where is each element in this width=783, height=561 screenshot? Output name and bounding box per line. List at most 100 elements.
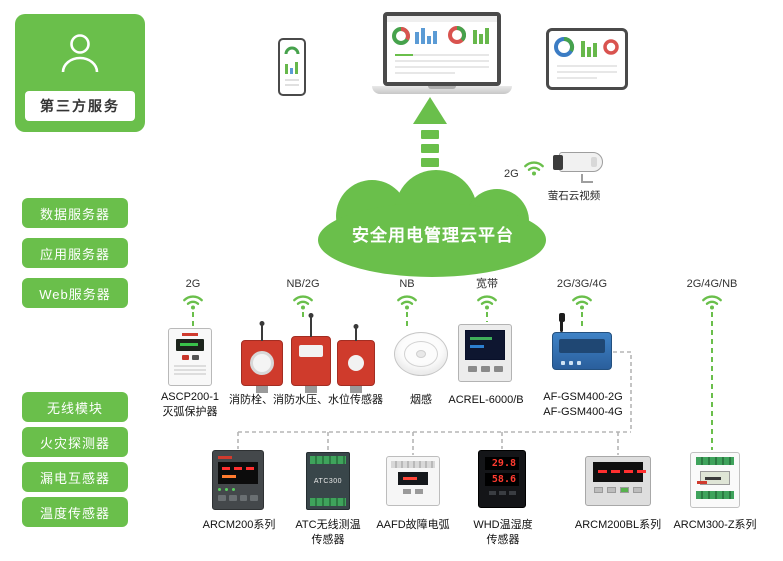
terminal-strip [696, 491, 734, 499]
module-box-wireless: 无线模块 [22, 392, 128, 422]
antenna-icon [558, 313, 565, 332]
gsm-panel [559, 339, 605, 353]
caption-arcm300z: ARCM300-Z系列 [673, 519, 757, 531]
terminal-strip [391, 461, 435, 468]
device-fire-pressure-sensor [291, 317, 331, 393]
upload-arrow-icon [413, 97, 447, 167]
ascp-vents [174, 365, 206, 375]
caption-smoke: 烟感 [410, 394, 432, 406]
device-arcm300z [690, 452, 740, 508]
laptop [372, 12, 512, 94]
atc-model-text: ATC300 [313, 477, 343, 485]
smoke-center [416, 350, 426, 358]
network-label: 2G/3G/4G [556, 278, 608, 290]
antenna-icon [261, 325, 263, 341]
third-party-box: 第三方服务 [15, 14, 145, 132]
device-smoke-detector [394, 332, 448, 376]
wifi-icon [292, 293, 314, 310]
network-label: NB/2G [286, 278, 320, 290]
link-col-2g4gnb: 2G/4G/NB [667, 278, 757, 310]
device-atc300: ATC300 [306, 452, 350, 510]
link-col-nb: NB [362, 278, 452, 310]
network-label: 宽带 [476, 278, 498, 290]
camera-caption: 萤石云视频 [547, 190, 601, 202]
terminal-strip [310, 456, 346, 464]
brand-mark [182, 333, 198, 336]
link-col-2g3g4g: 2G/3G/4G [537, 278, 627, 310]
wifi-icon [396, 293, 418, 310]
pipe-fitting [305, 385, 317, 393]
smoke-housing [394, 332, 448, 376]
wifi-icon [476, 293, 498, 310]
module-box-leakage-ct: 漏电互感器 [22, 462, 128, 492]
caption-fire-sensors: 消防栓、消防水压、水位传感器 [229, 394, 383, 406]
device-af-gsm400 [552, 313, 612, 370]
module-box-temp-sensor: 温度传感器 [22, 497, 128, 527]
tablet [546, 28, 628, 90]
camera-lens [553, 155, 563, 170]
arcm200bl-display [593, 462, 646, 482]
camera-mount [581, 174, 593, 183]
brand-mark [218, 456, 232, 459]
device-ascp200 [168, 328, 212, 386]
server-box-app: 应用服务器 [22, 238, 128, 268]
whd-temperature-readout: 29.8 [485, 457, 519, 470]
pressure-gauge [250, 351, 274, 375]
caption-arcm200bl: ARCM200BL系列 [574, 519, 662, 531]
caption-arcm200: ARCM200系列 [202, 519, 276, 531]
laptop-dashboard [387, 16, 497, 74]
device-arcm200 [212, 450, 264, 510]
whd-humidity-readout: 58.6 [485, 473, 519, 486]
cloud-camera [549, 147, 607, 185]
laptop-base [372, 86, 512, 94]
person-icon [61, 34, 99, 73]
antenna-icon [355, 328, 357, 341]
server-box-web: Web服务器 [22, 278, 128, 308]
camera-body [559, 152, 603, 172]
pipe-fitting [350, 385, 362, 393]
led-indicators [218, 488, 258, 491]
terminal-strip [696, 457, 734, 465]
caption-ascp200: ASCP200-1 灭弧保护器 [160, 391, 220, 418]
camera-network-label: 2G [504, 168, 519, 180]
server-box-data: 数据服务器 [22, 198, 128, 228]
sensor-label-plate [299, 345, 323, 357]
brand-mark [697, 481, 707, 484]
aafd-buttons [393, 489, 433, 494]
acrel-buttons [465, 366, 505, 372]
wifi-icon [523, 159, 545, 176]
phone-dashboard [284, 46, 300, 86]
sensor-body [337, 328, 375, 393]
device-acrel6000 [458, 324, 512, 382]
module-box-fire-detector: 火灾探测器 [22, 427, 128, 457]
caption-whd: WHD温湿度 传感器 [473, 519, 533, 546]
network-label: NB [399, 278, 415, 290]
device-water-level-sensor [337, 328, 375, 393]
sensor-body [291, 317, 331, 393]
arcm200-display [218, 462, 258, 484]
gsm-ports [561, 361, 581, 365]
wifi-icon [701, 293, 723, 310]
whd-buttons [485, 491, 519, 495]
device-aafd [386, 456, 440, 506]
link-col-broadband: 宽带 [442, 278, 532, 310]
caption-atc300: ATC无线测温 传感器 [295, 519, 361, 546]
aafd-display [398, 472, 428, 485]
network-label: 2G [185, 278, 201, 290]
terminal-strip [310, 498, 346, 506]
antenna-icon [310, 317, 312, 337]
caption-af-gsm400: AF-GSM400-2G AF-GSM400-4G [543, 391, 623, 418]
link-col-nb2g: NB/2G [258, 278, 348, 310]
caption-acrel6000: ACREL-6000/B [448, 394, 524, 406]
sensor-dial [348, 355, 364, 371]
smoke-ring [404, 341, 438, 367]
cloud-shape [318, 170, 546, 277]
sensor-body [241, 325, 283, 393]
smartphone [278, 38, 306, 96]
pipe-fitting [256, 385, 268, 393]
arcm200bl-buttons [593, 487, 643, 493]
gsm-body [552, 332, 612, 370]
ascp-buttons [174, 355, 206, 360]
